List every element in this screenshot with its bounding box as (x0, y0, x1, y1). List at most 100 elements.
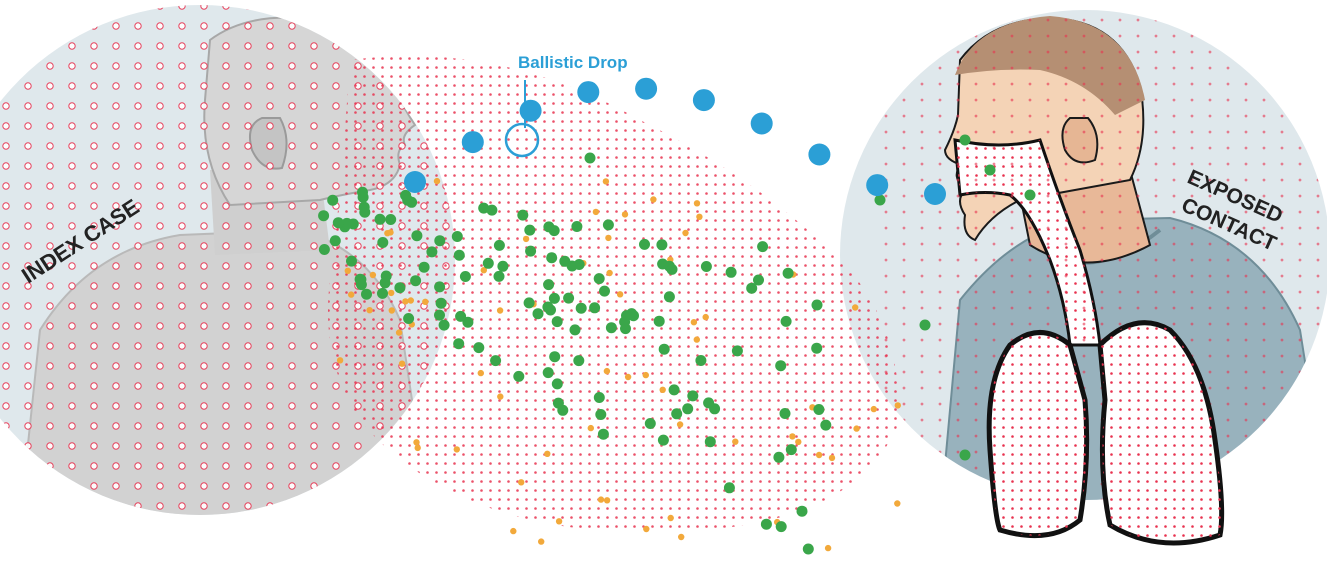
large-droplet (380, 270, 392, 282)
medium-droplet (693, 200, 701, 207)
large-droplet (656, 239, 668, 251)
large-droplet (658, 343, 670, 355)
large-droplet (434, 309, 445, 321)
medium-droplet (853, 425, 860, 432)
large-droplet (569, 324, 581, 336)
large-droplet (599, 285, 610, 297)
large-droplet (517, 209, 529, 221)
large-droplet (657, 258, 669, 270)
medium-droplet (518, 479, 525, 486)
medium-droplet (544, 450, 551, 457)
medium-droplet (388, 307, 395, 314)
ballistic-drop-callout: Ballistic Drop (504, 53, 628, 158)
large-droplet (490, 355, 502, 367)
large-droplet (802, 543, 814, 555)
large-droplet (563, 292, 575, 304)
large-droplet (546, 252, 558, 264)
large-droplet (571, 221, 583, 232)
large-droplet (959, 449, 971, 461)
large-droplet (473, 342, 485, 354)
large-droplet (753, 274, 764, 286)
large-droplet (746, 282, 758, 294)
large-droplet (455, 310, 467, 322)
large-droplet (557, 404, 569, 416)
large-droplet (318, 244, 330, 255)
large-droplet (482, 257, 494, 269)
medium-droplet (433, 177, 441, 185)
medium-droplet (402, 298, 409, 305)
large-droplet (666, 263, 678, 275)
large-droplet (785, 444, 797, 456)
medium-droplet (395, 329, 403, 336)
large-droplet (497, 260, 509, 272)
large-droplet (542, 301, 554, 313)
small-aerosol-cloud (328, 56, 900, 532)
large-droplet (434, 235, 446, 247)
medium-droplet (659, 386, 666, 393)
large-droplet (551, 316, 563, 328)
left-lung-dots (989, 332, 1087, 536)
large-droplet (584, 152, 596, 164)
large-droplet (459, 271, 471, 282)
large-droplet (589, 302, 601, 314)
large-droplet (385, 214, 397, 225)
large-droplet (451, 231, 463, 242)
medium-droplet (348, 291, 355, 298)
ballistic-drop (692, 89, 715, 112)
right-lung-dots (1100, 322, 1222, 543)
medium-droplet (870, 405, 877, 413)
medium-droplet (642, 371, 649, 379)
medium-droplet (824, 544, 832, 552)
medium-droplet (592, 208, 600, 216)
large-droplet (723, 482, 735, 494)
large-droplet (663, 291, 675, 303)
medium-droplet (587, 424, 594, 432)
large-droplet (820, 419, 832, 431)
ballistic-drop (404, 171, 426, 193)
ballistic-drop (635, 77, 658, 100)
large-droplet (703, 397, 715, 409)
large-droplet (549, 351, 561, 363)
medium-droplet (336, 357, 344, 364)
large-droplet (644, 418, 656, 429)
large-droplet (426, 246, 438, 258)
large-droplet (400, 189, 412, 201)
medium-droplet (696, 213, 703, 220)
large-droplet (327, 194, 339, 206)
large-droplet (359, 206, 371, 218)
medium-droplet (522, 235, 530, 243)
large-droplet (725, 266, 737, 278)
large-droplet (811, 299, 823, 311)
ballistic-drop (461, 131, 484, 154)
large-droplet (775, 521, 787, 533)
large-droplet (543, 221, 555, 233)
ballistic-drop (750, 112, 773, 135)
medium-droplet (366, 307, 373, 314)
medium-droplet (398, 360, 406, 367)
medium-droplet (407, 297, 414, 304)
large-droplet (779, 408, 791, 419)
large-droplet (1024, 189, 1036, 201)
large-droplet (959, 134, 971, 146)
large-droplet (773, 451, 785, 463)
medium-droplet (682, 229, 689, 237)
medium-droplet (894, 500, 901, 507)
large-droplet (318, 210, 330, 222)
medium-droplet (603, 497, 611, 504)
large-droplet (410, 275, 422, 287)
medium-droplet (497, 393, 504, 400)
large-droplet (543, 279, 555, 291)
medium-droplet (650, 196, 657, 203)
medium-droplet (384, 230, 391, 237)
large-droplet (671, 408, 683, 420)
medium-droplet (555, 518, 563, 525)
large-droplet (657, 434, 669, 446)
large-droplet (542, 367, 554, 379)
ballistic-drop (866, 174, 889, 197)
large-droplet (341, 217, 353, 229)
medium-droplet (453, 446, 460, 453)
large-droplet (919, 319, 931, 331)
large-droplet (346, 255, 357, 267)
lungs-icon (986, 320, 1225, 546)
